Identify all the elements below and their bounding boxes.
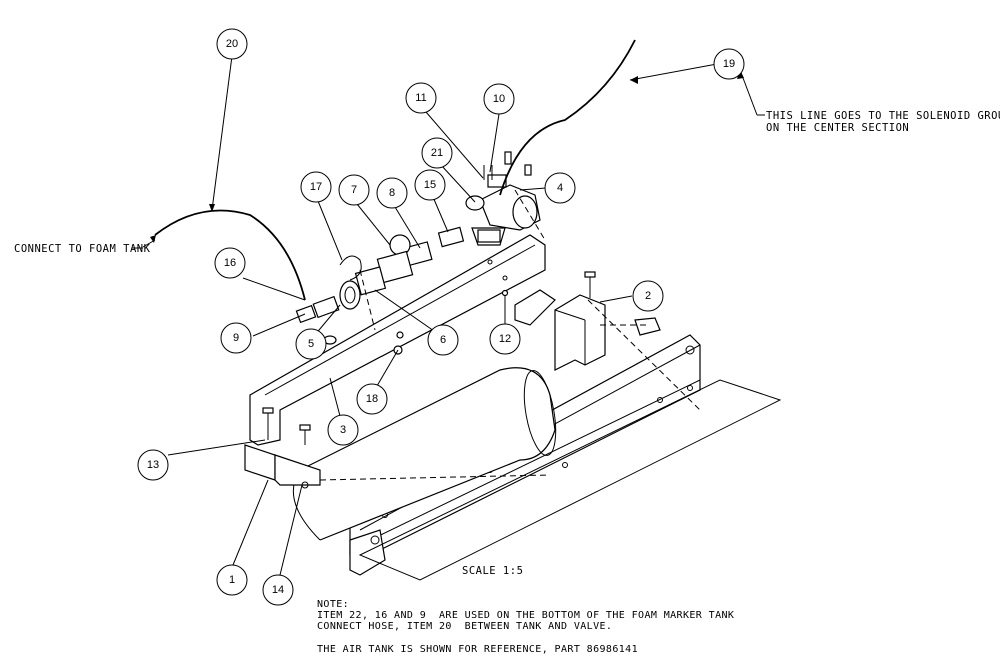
callout-7: 7 — [338, 174, 370, 206]
callout-5: 5 — [295, 328, 327, 360]
svg-text:14: 14 — [272, 584, 284, 596]
note-line-3: THE AIR TANK IS SHOWN FOR REFERENCE, PAR… — [317, 644, 639, 655]
svg-text:5: 5 — [308, 338, 314, 350]
callout-21: 21 — [421, 137, 453, 169]
solenoid-label-line2: ON THE CENTER SECTION — [766, 122, 909, 134]
callout-1: 1 — [216, 564, 248, 596]
callout-8: 8 — [376, 177, 408, 209]
callout-4: 4 — [544, 172, 576, 204]
callout-14: 14 — [262, 574, 294, 606]
callout-2: 2 — [632, 280, 664, 312]
svg-text:11: 11 — [415, 92, 426, 104]
air-tank — [292, 367, 557, 541]
svg-text:12: 12 — [499, 333, 511, 345]
svg-text:16: 16 — [224, 257, 236, 269]
solenoid-label-line1: THIS LINE GOES TO THE SOLENOID GROUP — [766, 110, 1000, 122]
svg-text:13: 13 — [147, 459, 159, 471]
bracket-2 — [514, 271, 661, 371]
callout-20: 20 — [216, 28, 248, 60]
svg-text:10: 10 — [493, 93, 505, 105]
callout-9: 9 — [220, 322, 252, 354]
callout-15: 15 — [414, 169, 446, 201]
bracket-1 — [244, 407, 321, 489]
callout-16: 16 — [214, 247, 246, 279]
svg-text:3: 3 — [340, 424, 346, 436]
note-title: NOTE: — [317, 599, 350, 610]
callout-3: 3 — [327, 414, 359, 446]
svg-text:1: 1 — [229, 574, 235, 586]
svg-text:19: 19 — [723, 58, 735, 70]
callout-13: 13 — [137, 449, 169, 481]
svg-text:17: 17 — [310, 181, 322, 193]
callout-19: 19 — [713, 48, 745, 80]
svg-text:18: 18 — [366, 393, 378, 405]
svg-text:7: 7 — [351, 184, 357, 196]
note-line-2: CONNECT HOSE, ITEM 20 BETWEEN TANK AND V… — [317, 621, 613, 632]
svg-text:20: 20 — [226, 38, 238, 50]
svg-text:21: 21 — [431, 147, 443, 159]
callout-6: 6 — [427, 324, 459, 356]
svg-text:9: 9 — [233, 332, 239, 344]
foam-tank-label: CONNECT TO FOAM TANK — [14, 243, 151, 255]
scale-label: SCALE 1:5 — [462, 565, 523, 577]
callout-10: 10 — [483, 83, 515, 115]
note-line-1: ITEM 22, 16 AND 9 ARE USED ON THE BOTTOM… — [317, 610, 735, 621]
svg-text:8: 8 — [389, 187, 395, 199]
svg-text:4: 4 — [557, 182, 563, 194]
callout-18: 18 — [356, 383, 388, 415]
assembly-lines — [319, 189, 701, 481]
valve-assembly — [295, 151, 541, 355]
callout-17: 17 — [300, 171, 332, 203]
callout-12: 12 — [489, 323, 521, 355]
callout-11: 11 — [405, 82, 437, 114]
svg-text:2: 2 — [645, 290, 651, 302]
svg-text:15: 15 — [424, 179, 436, 191]
hoses — [154, 39, 636, 301]
svg-text:6: 6 — [440, 334, 446, 346]
